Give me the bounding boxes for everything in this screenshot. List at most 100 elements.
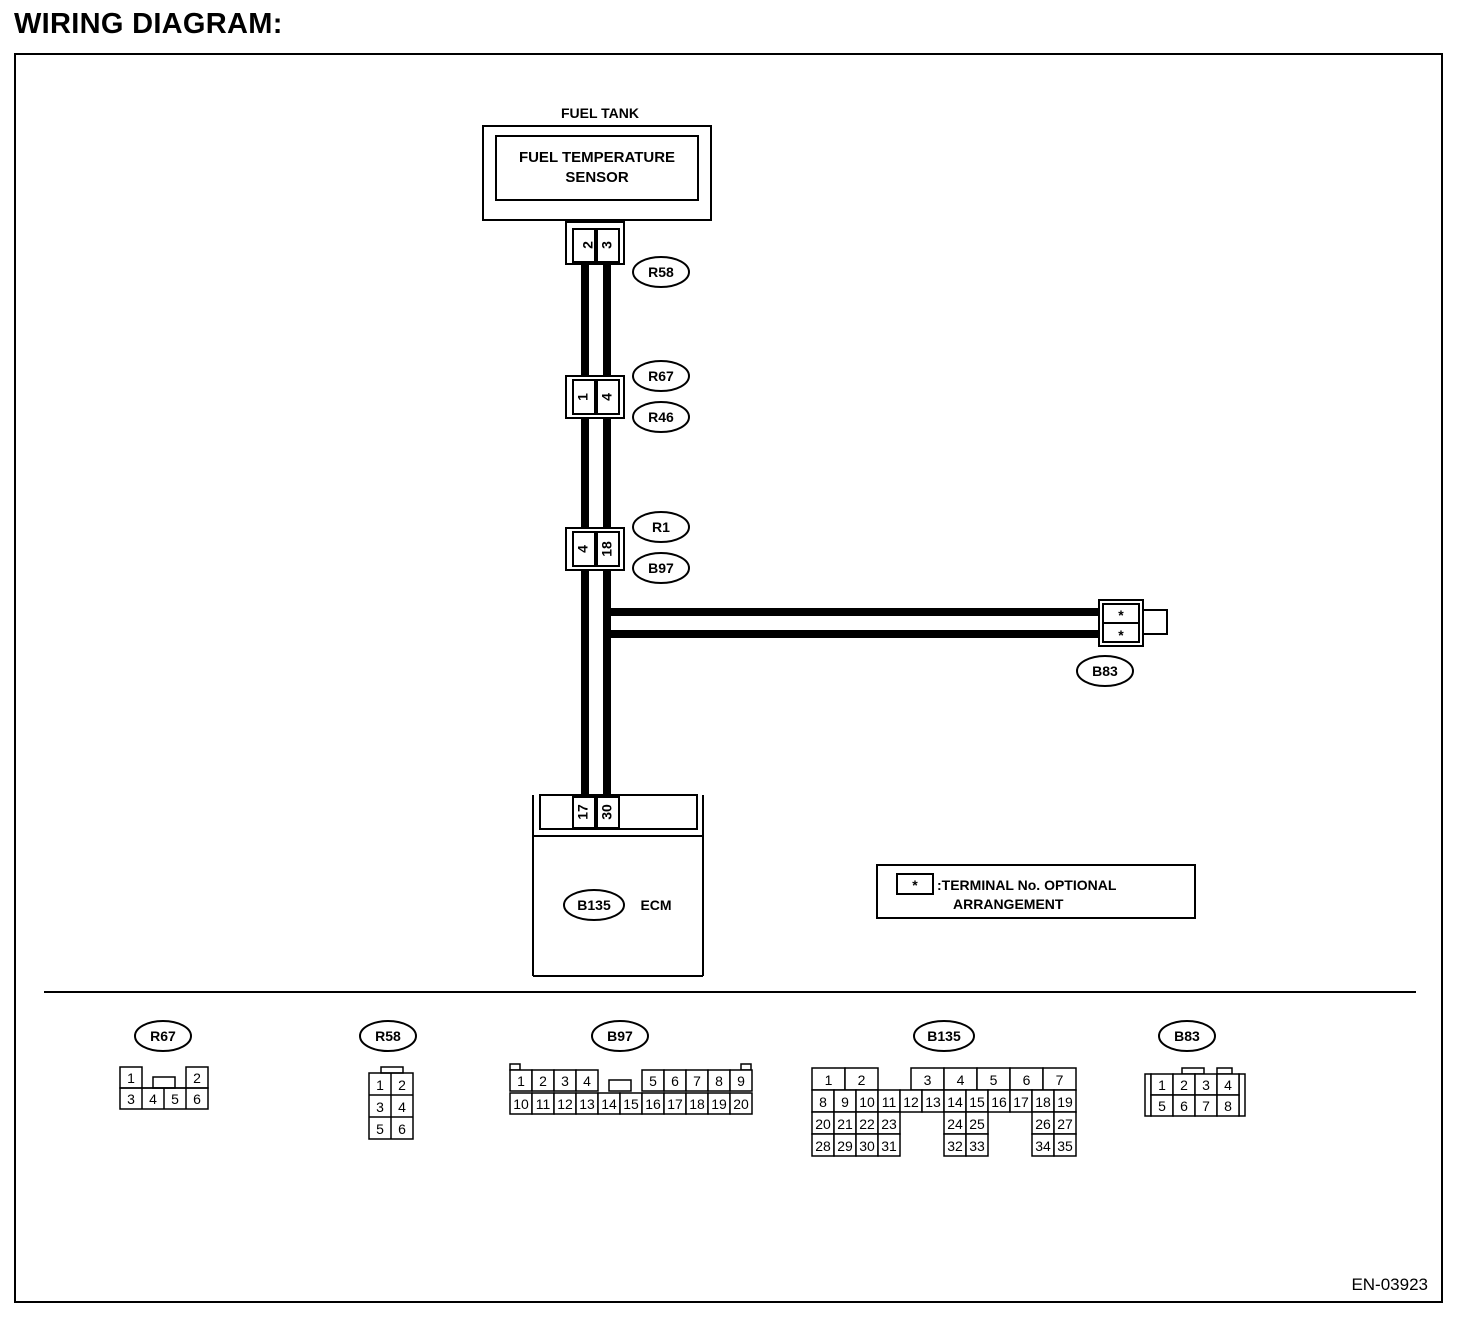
face-b135-pin: 5 bbox=[990, 1072, 998, 1088]
face-b97-pin: 14 bbox=[601, 1096, 617, 1112]
face-b135-pin: 13 bbox=[925, 1094, 941, 1110]
face-b83-pin: 6 bbox=[1180, 1098, 1188, 1114]
face-b135-pin: 22 bbox=[859, 1116, 875, 1132]
face-b135-pin: 19 bbox=[1057, 1094, 1073, 1110]
pin-r58-3: 3 bbox=[599, 241, 615, 249]
face-r67-pin: 2 bbox=[193, 1070, 201, 1086]
face-b135-pin: 25 bbox=[969, 1116, 985, 1132]
face-r58-pin: 3 bbox=[376, 1099, 384, 1115]
face-b135-pin: 21 bbox=[837, 1116, 853, 1132]
pin-b83-a: * bbox=[1118, 607, 1124, 623]
face-b135-pin: 35 bbox=[1057, 1138, 1073, 1154]
face-r58: R58 1 2 3 4 5 6 bbox=[359, 1020, 417, 1140]
face-b135-pin: 9 bbox=[841, 1094, 849, 1110]
face-b83-pin: 7 bbox=[1202, 1098, 1210, 1114]
face-b135-pin: 23 bbox=[881, 1116, 897, 1132]
face-b97-pin: 19 bbox=[711, 1096, 727, 1112]
connector-r1-b97: 4 18 R1 B97 bbox=[565, 511, 690, 584]
connector-b83: * * B83 bbox=[1076, 599, 1168, 687]
face-r67-pin: 5 bbox=[171, 1091, 179, 1107]
face-b135-pin: 24 bbox=[947, 1116, 963, 1132]
fuel-temperature-sensor bbox=[495, 135, 699, 201]
face-b97-pin: 8 bbox=[715, 1073, 723, 1089]
face-b83-pin: 2 bbox=[1180, 1077, 1188, 1093]
face-b135-pin: 12 bbox=[903, 1094, 919, 1110]
face-b83-pin: 8 bbox=[1224, 1098, 1232, 1114]
face-r58-pin: 5 bbox=[376, 1121, 384, 1137]
face-b97-pin: 3 bbox=[561, 1073, 569, 1089]
face-b83-pin: 4 bbox=[1224, 1077, 1232, 1093]
face-b97-pin: 15 bbox=[623, 1096, 639, 1112]
face-b135-pin: 16 bbox=[991, 1094, 1007, 1110]
face-b97-pin: 4 bbox=[583, 1073, 591, 1089]
face-b97-pin: 16 bbox=[645, 1096, 661, 1112]
legend-line1: :TERMINAL No. OPTIONAL bbox=[937, 877, 1117, 893]
face-r67-pin: 6 bbox=[193, 1091, 201, 1107]
diagram-frame bbox=[14, 53, 1443, 1303]
fuel-tank-label: FUEL TANK bbox=[561, 105, 639, 121]
pin-r58-2: 2 bbox=[580, 241, 596, 249]
tag-b83: B83 bbox=[1092, 663, 1118, 679]
face-b135-pin: 29 bbox=[837, 1138, 853, 1154]
pin-r67-1: 1 bbox=[575, 393, 591, 401]
pin-r67-4: 4 bbox=[599, 393, 615, 401]
face-r58-pin: 2 bbox=[398, 1077, 406, 1093]
face-b97-pin: 7 bbox=[693, 1073, 701, 1089]
figure-code: EN-03923 bbox=[1351, 1275, 1428, 1294]
face-b97-pin: 18 bbox=[689, 1096, 705, 1112]
face-b135-pin: 30 bbox=[859, 1138, 875, 1154]
face-b135-pin: 27 bbox=[1057, 1116, 1073, 1132]
face-b83-pin: 3 bbox=[1202, 1077, 1210, 1093]
face-b97-label: B97 bbox=[607, 1028, 633, 1044]
face-r67-pin: 4 bbox=[149, 1091, 157, 1107]
tag-r1: R1 bbox=[652, 519, 670, 535]
face-b135-pin: 8 bbox=[819, 1094, 827, 1110]
face-r58-label: R58 bbox=[375, 1028, 401, 1044]
face-b97-pin: 12 bbox=[557, 1096, 573, 1112]
face-b83-pin: 5 bbox=[1158, 1098, 1166, 1114]
face-b97-pin: 17 bbox=[667, 1096, 683, 1112]
face-b135-pin: 4 bbox=[957, 1072, 965, 1088]
face-b135-pin: 10 bbox=[859, 1094, 875, 1110]
face-r58-pin: 6 bbox=[398, 1121, 406, 1137]
tag-r46: R46 bbox=[648, 409, 674, 425]
pin-b83-b: * bbox=[1118, 627, 1124, 643]
face-b135-pin: 1 bbox=[825, 1072, 833, 1088]
face-b83-pin: 1 bbox=[1158, 1077, 1166, 1093]
face-b135-pin: 32 bbox=[947, 1138, 963, 1154]
face-b97-pin: 9 bbox=[737, 1073, 745, 1089]
face-b135-pin: 31 bbox=[881, 1138, 897, 1154]
tag-b135: B135 bbox=[577, 897, 611, 913]
face-b135-pin: 20 bbox=[815, 1116, 831, 1132]
face-b135-pin: 2 bbox=[858, 1072, 866, 1088]
connector-r58: 2 3 R58 bbox=[565, 221, 690, 288]
face-b135-label: B135 bbox=[927, 1028, 961, 1044]
face-b97-pin: 20 bbox=[733, 1096, 749, 1112]
face-b135-pin: 6 bbox=[1023, 1072, 1031, 1088]
face-b135-pin: 28 bbox=[815, 1138, 831, 1154]
fuel-tank: FUEL TANK FUEL TEMPERATURE SENSOR bbox=[482, 105, 712, 221]
face-r67-pin: 3 bbox=[127, 1091, 135, 1107]
face-b135-pin: 34 bbox=[1035, 1138, 1051, 1154]
face-b135-pin: 17 bbox=[1013, 1094, 1029, 1110]
pin-ecm-17: 17 bbox=[575, 804, 591, 820]
face-b97-pin: 11 bbox=[536, 1096, 551, 1112]
face-b97-pin: 5 bbox=[649, 1073, 657, 1089]
face-b97-pin: 13 bbox=[579, 1096, 595, 1112]
tag-b97: B97 bbox=[648, 560, 674, 576]
face-b135-pin: 14 bbox=[947, 1094, 963, 1110]
ecm-label: ECM bbox=[640, 897, 671, 913]
tag-r67: R67 bbox=[648, 368, 674, 384]
face-b135-pin: 11 bbox=[882, 1094, 897, 1110]
tag-r58: R58 bbox=[648, 264, 674, 280]
face-b135-pin: 33 bbox=[969, 1138, 985, 1154]
face-b97-pin: 2 bbox=[539, 1073, 547, 1089]
face-r67-label: R67 bbox=[150, 1028, 176, 1044]
face-r58-pin: 4 bbox=[398, 1099, 406, 1115]
legend-box: * :TERMINAL No. OPTIONAL ARRANGEMENT bbox=[876, 864, 1196, 919]
face-b135-pin: 3 bbox=[924, 1072, 932, 1088]
